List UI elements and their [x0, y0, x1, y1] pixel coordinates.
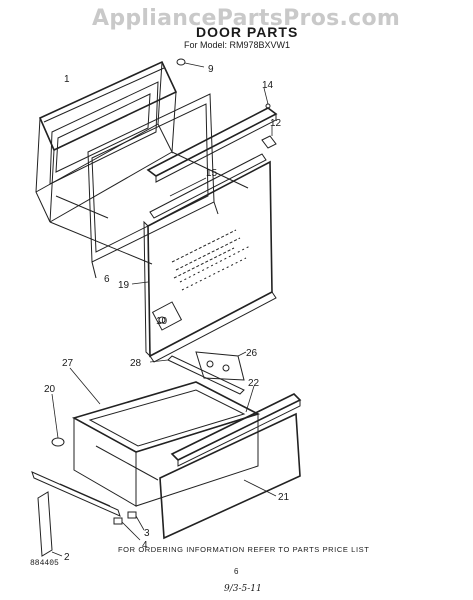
- drawer-glide-rails: [31, 471, 121, 517]
- part-10-latch: [158, 316, 166, 324]
- part-12-handle-end: [261, 126, 277, 149]
- callout-26: 26: [246, 348, 258, 359]
- page-title: DOOR PARTS: [196, 24, 299, 40]
- callout-20: 20: [44, 384, 56, 395]
- alignment-lines-upper: [49, 151, 249, 265]
- callout-2: 2: [64, 552, 70, 563]
- ordering-footer: FOR ORDERING INFORMATION REFER TO PARTS …: [118, 545, 370, 554]
- part-15-handle-strip: [149, 153, 267, 219]
- callout-22: 22: [248, 378, 260, 389]
- callout-19: 19: [118, 280, 130, 291]
- callout-14: 14: [262, 80, 274, 91]
- page-number: 6: [234, 567, 239, 576]
- callout-6: 6: [104, 274, 110, 285]
- part-21-drawer-front: [159, 412, 301, 540]
- part-26-bracket: [195, 351, 247, 381]
- panel-graphic-texture: [171, 229, 251, 291]
- part-4-clip: [113, 517, 141, 541]
- callout-12: 12: [270, 118, 282, 129]
- part-9-clip: [176, 58, 205, 68]
- part-6-insulation-panel: [87, 93, 219, 279]
- callout-10: 10: [156, 316, 168, 327]
- callout-1: 1: [64, 74, 70, 85]
- callout-4: 4: [142, 540, 148, 551]
- part-28-rail: [149, 355, 245, 395]
- part-22-drawer-trim: [170, 385, 302, 467]
- callout-3: 3: [144, 528, 150, 539]
- callout-9: 9: [208, 64, 214, 75]
- part-1-door-frame: [35, 60, 178, 223]
- part-19-outer-door-panel: [131, 160, 277, 363]
- part-14-top-trim: [146, 87, 278, 183]
- watermark: AppliancePartsPros.com: [92, 6, 401, 31]
- callout-28: 28: [130, 358, 142, 369]
- part-20-roller: [51, 393, 65, 447]
- model-line: For Model: RM978BXVW1: [184, 40, 291, 50]
- handwritten-note: 9/3-5-11: [224, 584, 262, 594]
- part-2-side-bracket: [37, 491, 63, 557]
- callout-15: 15: [206, 168, 218, 179]
- document-code: 884405: [30, 559, 59, 568]
- callout-21: 21: [278, 492, 290, 503]
- callout-27: 27: [62, 358, 74, 369]
- part-27-drawer-body: [69, 367, 261, 507]
- part-3-screw: [127, 511, 145, 531]
